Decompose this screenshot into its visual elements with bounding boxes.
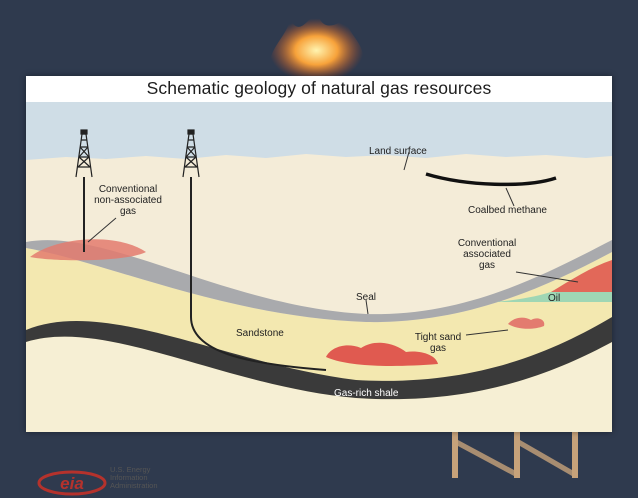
diagram-panel: Schematic geology of natural gas resourc… [26, 76, 612, 496]
rig-beams [452, 432, 578, 478]
label-conv-assoc-3: gas [478, 260, 496, 271]
label-land-surface: Land surface [369, 146, 427, 157]
svg-text:eia: eia [60, 474, 84, 493]
oil-trap [496, 292, 612, 302]
label-tight-sand-1: Tight sand [414, 332, 462, 343]
leader-tight-sand [465, 329, 509, 336]
leader-nonassoc [87, 217, 117, 243]
tight-sand-gas-small [508, 317, 545, 329]
deep-layer [26, 336, 612, 432]
tight-sand-gas-deposit [326, 342, 438, 366]
geology-diagram [26, 102, 612, 432]
label-gas-rich-shale: Gas-rich shale [334, 388, 399, 399]
label-conv-nonassoc-1: Conventional [98, 184, 158, 195]
eia-line-2: Information [110, 473, 148, 482]
label-conv-nonassoc-3: gas [119, 206, 137, 217]
label-conv-assoc-2: associated [463, 249, 511, 260]
nonassoc-gas-trap [30, 239, 146, 261]
leader-coalbed [505, 187, 515, 207]
label-sandstone: Sandstone [236, 328, 284, 339]
leader-seal [365, 299, 369, 315]
assoc-gas-trap [551, 260, 612, 292]
horizontal-well [190, 177, 327, 371]
eia-logo: eia [37, 470, 107, 496]
derrick-left [75, 129, 93, 178]
eia-name: U.S. Energy Information Administration [110, 466, 158, 490]
label-tight-sand-2: gas [429, 343, 447, 354]
leader-land-surface [403, 151, 410, 171]
label-coalbed-methane: Coalbed methane [468, 205, 547, 216]
label-conv-assoc-1: Conventional [457, 238, 517, 249]
label-conv-nonassoc-2: non-associated [94, 195, 162, 206]
shale-layer [26, 317, 612, 400]
coalbed-seam [425, 172, 557, 187]
eia-line-1: U.S. Energy [110, 465, 151, 474]
label-oil: Oil [548, 293, 561, 304]
leader-assoc [515, 271, 579, 283]
diagram-title: Schematic geology of natural gas resourc… [146, 78, 492, 98]
gas-flare [269, 12, 364, 76]
label-seal: Seal [356, 292, 377, 303]
derrick-right [182, 129, 200, 178]
eia-line-3: Administration [110, 481, 158, 490]
